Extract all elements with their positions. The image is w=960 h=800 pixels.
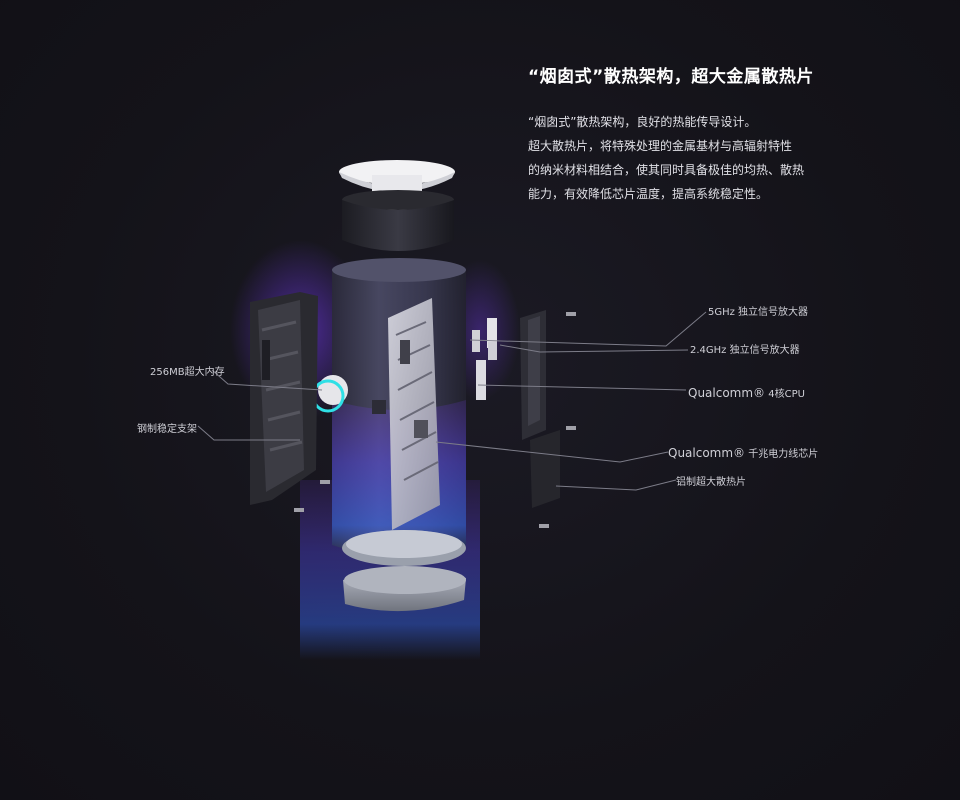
callout-powerline-chip: Qualcomm® 千兆电力线芯片 — [668, 445, 818, 460]
callout-bracket: 钢制稳定支架 — [137, 420, 197, 435]
base-plates — [342, 530, 466, 612]
description-line: 能力，有效降低芯片温度，提高系统稳定性。 — [528, 187, 769, 201]
top-ring — [342, 190, 454, 251]
callout-brand: Qualcomm® — [688, 386, 766, 400]
callout-label: 千兆电力线芯片 — [748, 449, 819, 460]
callout-label: 5GHz 独立信号放大器 — [708, 307, 809, 318]
circuit-board — [372, 298, 440, 530]
callout-label: 铝制超大散热片 — [676, 477, 746, 488]
description-line: 超大散热片，将特殊处理的金属基材与高辐射特性 — [528, 139, 793, 153]
callout-label: 4核CPU — [768, 389, 805, 400]
screws — [294, 312, 576, 528]
callout-label: 钢制稳定支架 — [137, 424, 197, 435]
callout-label: 256MB超大内存 — [150, 367, 225, 378]
callout-brand: Qualcomm® — [668, 446, 746, 460]
callout-leaders — [197, 311, 707, 491]
amplifier-modules — [472, 318, 497, 400]
callout-cpu: Qualcomm® 4核CPU — [688, 385, 805, 400]
feature-description: “烟囱式”散热架构，良好的热能传导设计。 超大散热片，将特殊处理的金属基材与高辐… — [528, 110, 928, 206]
callout-5ghz-amplifier: 5GHz 独立信号放大器 — [708, 303, 808, 318]
callout-memory: 256MB超大内存 — [150, 363, 225, 378]
description-line: “烟囱式”散热架构，良好的热能传导设计。 — [528, 115, 757, 129]
callout-heatsink: 铝制超大散热片 — [676, 473, 746, 488]
callout-label: 2.4GHz 独立信号放大器 — [690, 345, 800, 356]
callout-24ghz-amplifier: 2.4GHz 独立信号放大器 — [690, 341, 800, 356]
description-line: 的纳米材料相结合，使其同时具备极佳的均热、散热 — [528, 163, 805, 177]
headline: “烟囱式”散热架构，超大金属散热片 — [528, 67, 814, 87]
left-steel-bracket — [250, 292, 318, 505]
right-heatsink — [520, 310, 560, 508]
